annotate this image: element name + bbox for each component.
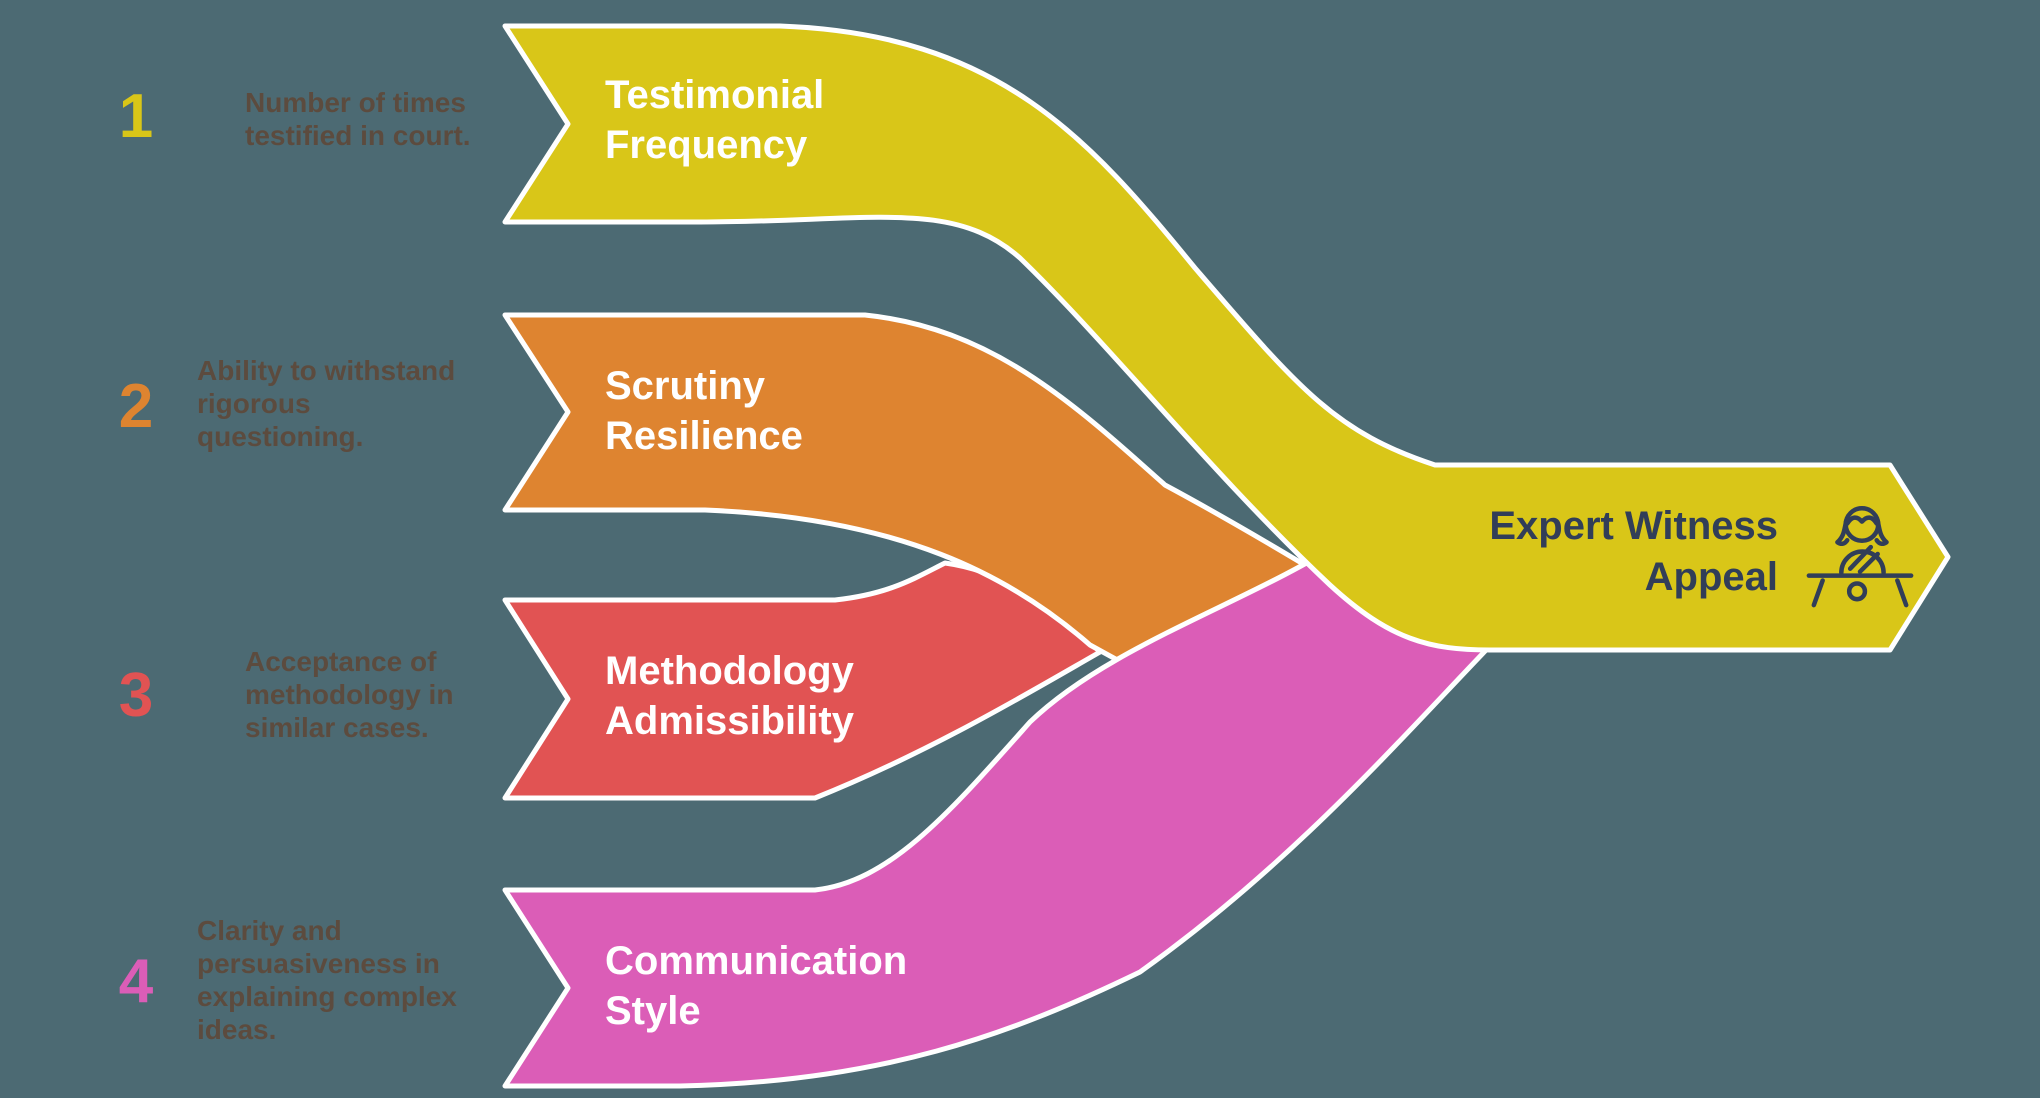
flow-label-scrutiny-resilience: Scrutiny Resilience [605, 364, 803, 458]
witness-stand-icon [1806, 506, 1914, 608]
item-description-2: Ability to withstand rigorous questionin… [197, 355, 456, 452]
item-number-2: 2 [118, 372, 154, 441]
item-description-3: Acceptance of methodology in similar cas… [245, 646, 454, 743]
flow-label-communication-style: Communication Style [605, 939, 908, 1033]
item-description-4: Clarity and persuasiveness in explaining… [197, 915, 457, 1045]
flow-communication-style-ribbon [502, 489, 1508, 1089]
item-number-1: 1 [118, 82, 154, 151]
flow-label-testimonial-frequency: Testimonial Frequency [605, 73, 825, 167]
flow-testimonial-frequency-and-target-arrow [502, 23, 1951, 653]
item-number-3: 3 [118, 661, 154, 730]
item-description-1: Number of times testified in court. [245, 87, 471, 151]
target-label: Expert Witness Appeal [1489, 504, 1778, 599]
witness-stand-icon-strokes [1806, 506, 1914, 608]
flow-label-methodology-admissibility: Methodology Admissibility [605, 649, 854, 743]
item-number-4: 4 [118, 947, 154, 1016]
